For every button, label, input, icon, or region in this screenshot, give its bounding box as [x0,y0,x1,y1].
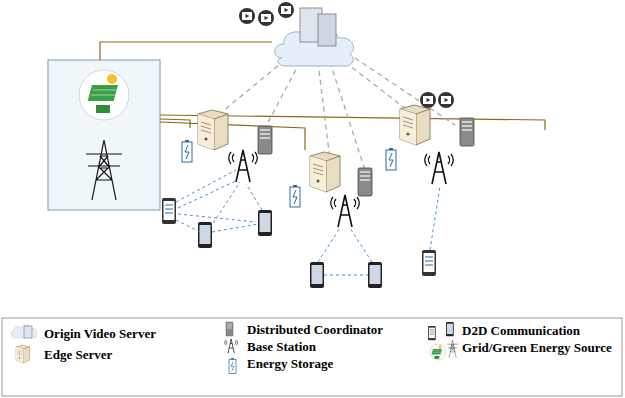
legend-text: Edge Server [44,347,112,362]
legend-text: Grid/Green Energy Source [462,340,612,355]
legend-text: Base Station [247,339,316,354]
legend-text: Distributed Coordinator [247,322,383,337]
legend-text: Origin Video Server [44,326,156,341]
legend-text: D2D Communication [462,323,580,338]
legend-text: Energy Storage [247,356,333,371]
